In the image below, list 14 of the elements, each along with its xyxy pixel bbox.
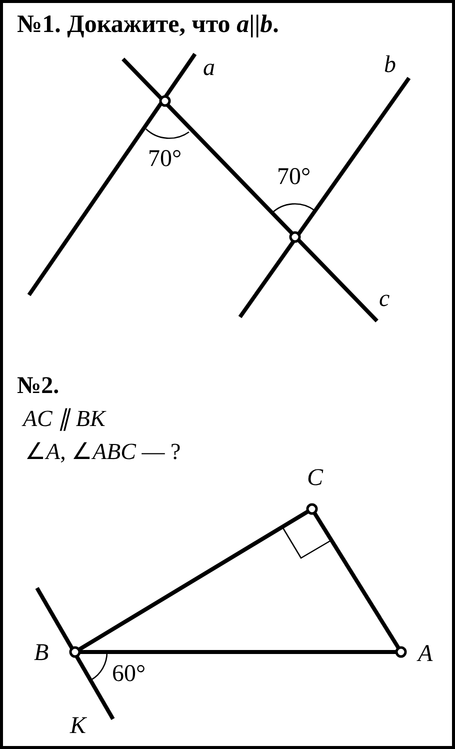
task-title: №1. Докажите, что a||b. [17,12,279,37]
line-label: c [379,287,390,311]
point-label: K [70,714,86,738]
point-label: A [418,642,433,666]
point-label: C [307,466,324,490]
line-label: a [203,56,215,80]
point-label: B [34,641,49,665]
angle-label: 70° [277,165,311,189]
question-text: ∠A, ∠ABC — ? [25,440,181,463]
given-condition: AC ∥ BK [23,407,106,430]
line-label: b [384,53,396,77]
task-number: №2. [17,374,60,398]
angle-label: 70° [148,147,182,171]
angle-label: 60° [112,662,146,686]
